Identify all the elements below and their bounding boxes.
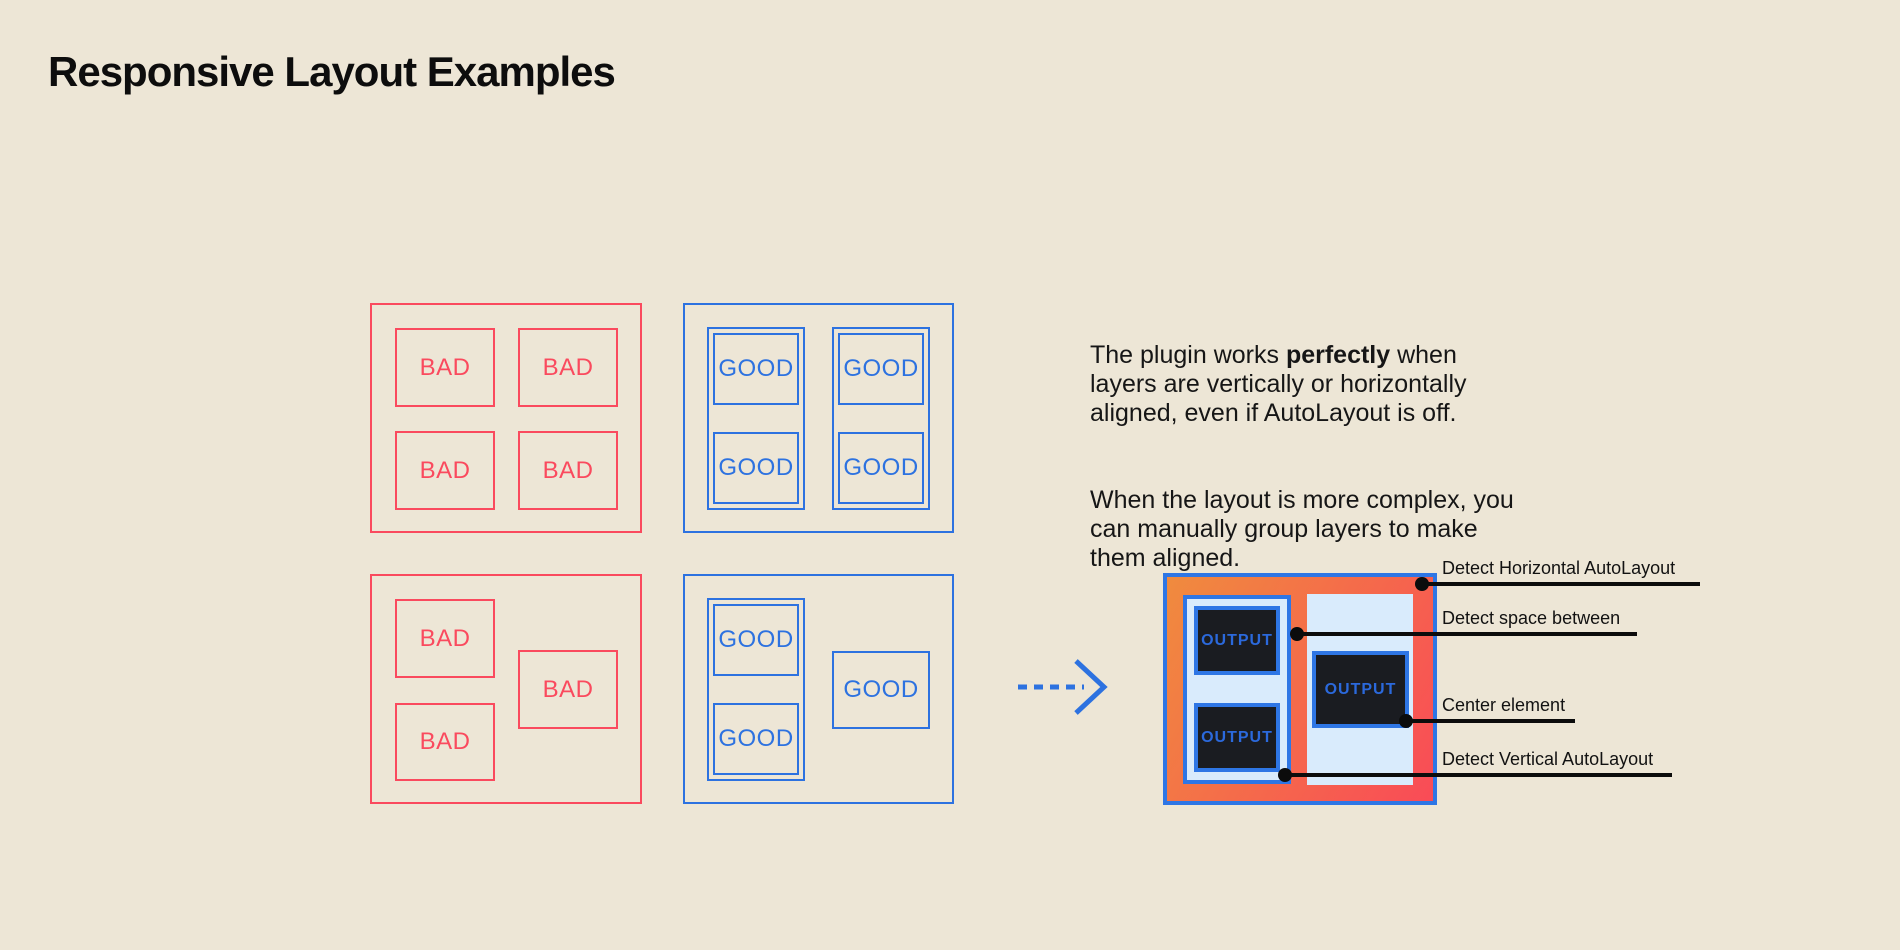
annotation-dot [1278,768,1292,782]
annotation-label-center-element: Center element [1442,695,1566,715]
annotation-label-space-between: Detect space between [1442,608,1621,628]
good-box: GOOD [713,604,799,676]
bad-group-complex: BAD BAD BAD [370,574,642,804]
annotation-dot [1290,627,1304,641]
annotation-line [1422,582,1700,586]
transform-arrow-icon [1018,659,1108,715]
output-panel: OUTPUT [1307,594,1413,785]
bad-box: BAD [395,431,495,510]
good-group-aligned: GOOD GOOD GOOD GOOD [683,303,954,533]
description-bold: perfectly [1285,341,1391,369]
bad-box: BAD [518,650,618,729]
good-box: GOOD [713,703,799,775]
annotation-line [1406,719,1575,723]
bad-box: BAD [395,328,495,407]
description-text: The plugin works perfectly when layers a… [1090,312,1610,631]
good-box: GOOD [838,432,924,504]
description-paragraph-1: The plugin works perfectly when layers a… [1090,341,1467,427]
good-box: GOOD [838,333,924,405]
good-column-group: GOOD GOOD [832,327,930,510]
good-box: GOOD [713,432,799,504]
output-column-group: OUTPUT OUTPUT [1183,595,1291,784]
annotation-line [1285,773,1672,777]
description-paragraph-2: When the layout is more complex, you can… [1090,486,1514,572]
bad-box: BAD [395,703,495,781]
output-box: OUTPUT [1194,703,1280,772]
annotation-dot [1399,714,1413,728]
good-column-group: GOOD GOOD [707,327,805,510]
bad-box: BAD [518,328,618,407]
output-box: OUTPUT [1312,651,1409,728]
output-box: OUTPUT [1194,606,1280,675]
good-column-group: GOOD GOOD [707,598,805,781]
bad-box: BAD [518,431,618,510]
output-frame: OUTPUT OUTPUT OUTPUT [1163,573,1437,805]
good-box: GOOD [713,333,799,405]
bad-box: BAD [395,599,495,678]
good-group-complex: GOOD GOOD GOOD [683,574,954,804]
page-title: Responsive Layout Examples [48,48,616,95]
annotation-label-horizontal-autolayout: Detect Horizontal AutoLayout [1442,558,1676,578]
annotation-dot [1415,577,1429,591]
annotation-label-vertical-autolayout: Detect Vertical AutoLayout [1442,749,1654,769]
bad-group-aligned: BAD BAD BAD BAD [370,303,642,533]
annotation-line [1297,632,1637,636]
good-box: GOOD [832,651,930,729]
